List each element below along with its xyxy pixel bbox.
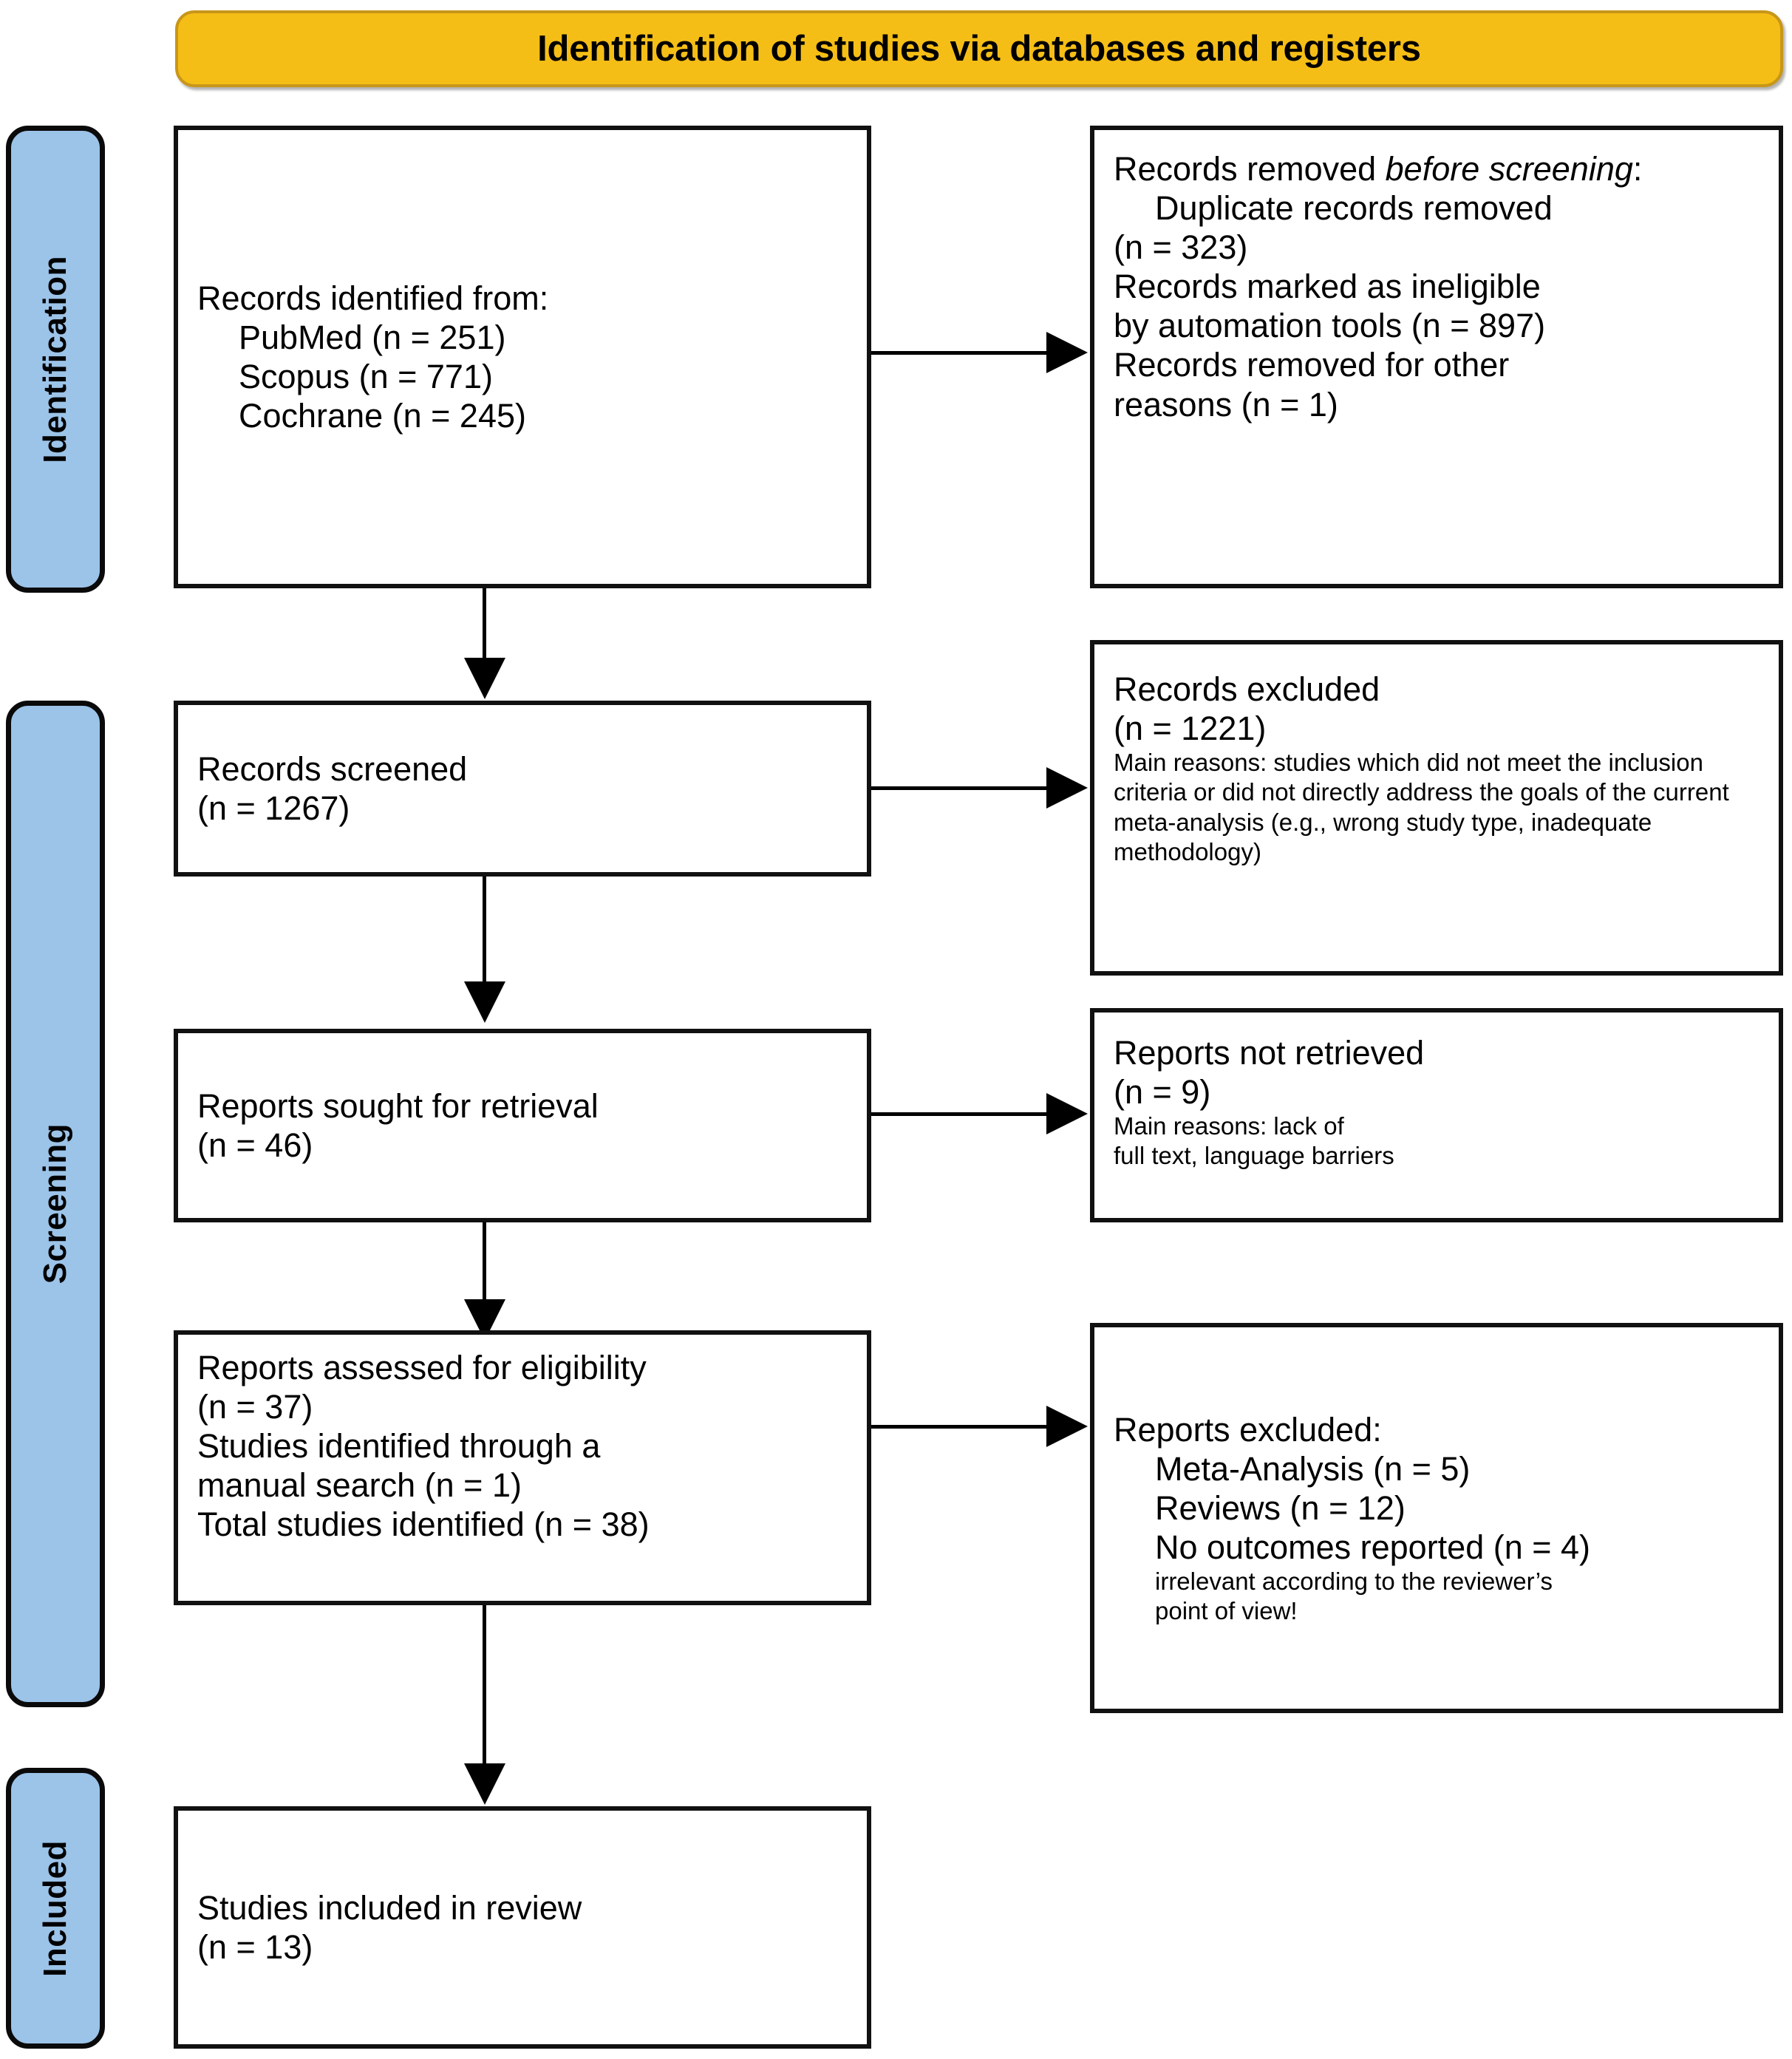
records-identified-source-cochrane: Cochrane (n = 245) bbox=[239, 397, 526, 435]
reports-not-retrieved-count: (n = 9) bbox=[1114, 1073, 1211, 1112]
reports-assessed-count: (n = 37) bbox=[197, 1388, 313, 1426]
arrow-identified-to-screened-line bbox=[483, 588, 486, 662]
records-removed-item-2: Records marked as ineligible bbox=[1114, 268, 1541, 306]
records-removed-item-3: by automation tools (n = 897) bbox=[1114, 307, 1546, 345]
box-records-excluded: Records excluded (n = 1221) Main reasons… bbox=[1090, 640, 1783, 976]
reports-not-retrieved-reasons: Main reasons: lack of full text, languag… bbox=[1114, 1112, 1394, 1170]
records-screened-count: (n = 1267) bbox=[197, 789, 350, 827]
reports-assessed-title: Reports assessed for eligibility bbox=[197, 1349, 647, 1386]
reports-excluded-item-0: Meta-Analysis (n = 5) bbox=[1155, 1449, 1471, 1488]
records-identified-source-pubmed: PubMed (n = 251) bbox=[239, 318, 506, 356]
records-removed-title-plain: Records removed bbox=[1114, 150, 1386, 188]
box-reports-assessed: Reports assessed for eligibility (n = 37… bbox=[174, 1330, 871, 1605]
reports-assessed-manual-line1: Studies identified through a bbox=[197, 1427, 601, 1466]
arrow-sought-to-assessed-line bbox=[483, 1222, 486, 1304]
reports-assessed-total: Total studies identified (n = 38) bbox=[197, 1505, 650, 1544]
banner-title: Identification of studies via databases … bbox=[537, 29, 1421, 69]
records-removed-item-1: (n = 323) bbox=[1114, 228, 1248, 267]
box-records-identified: Records identified from: PubMed (n = 251… bbox=[174, 126, 871, 588]
arrow-sought-to-not-retrieved-line bbox=[871, 1112, 1049, 1116]
reports-excluded-title: Reports excluded: bbox=[1114, 1410, 1382, 1449]
records-removed-title: Records removed before screening: bbox=[1114, 149, 1759, 188]
stage-label-included: Included bbox=[37, 1840, 73, 1977]
records-excluded-reasons: Main reasons: studies which did not meet… bbox=[1114, 749, 1736, 865]
arrow-screened-to-excluded-line bbox=[871, 786, 1049, 790]
stage-tab-screening: Screening bbox=[6, 701, 105, 1707]
records-removed-title-colon: : bbox=[1632, 150, 1643, 188]
arrow-assessed-to-included-line bbox=[483, 1605, 486, 1769]
studies-included-count: (n = 13) bbox=[197, 1928, 313, 1966]
records-excluded-title: Records excluded bbox=[1114, 670, 1380, 708]
stage-label-identification: Identification bbox=[37, 255, 73, 463]
reports-excluded-item-1: Reviews (n = 12) bbox=[1155, 1488, 1406, 1527]
arrow-identified-to-removed-line bbox=[871, 351, 1049, 355]
diagram-banner: Identification of studies via databases … bbox=[175, 10, 1783, 87]
reports-assessed-manual-line2: manual search (n = 1) bbox=[197, 1466, 522, 1505]
records-removed-item-5: reasons (n = 1) bbox=[1114, 385, 1338, 423]
records-identified-source-scopus: Scopus (n = 771) bbox=[239, 358, 493, 395]
box-reports-not-retrieved: Reports not retrieved (n = 9) Main reaso… bbox=[1090, 1008, 1783, 1222]
records-identified-title: Records identified from: bbox=[197, 279, 549, 317]
arrow-screened-to-sought-line bbox=[483, 877, 486, 986]
arrow-identified-to-removed-head bbox=[1046, 332, 1088, 373]
box-records-screened: Records screened (n = 1267) bbox=[174, 701, 871, 877]
stage-tab-included: Included bbox=[6, 1768, 105, 2049]
box-studies-included: Studies included in review (n = 13) bbox=[174, 1806, 871, 2049]
arrow-screened-to-sought-head bbox=[464, 981, 505, 1023]
arrow-identified-to-screened-head bbox=[464, 658, 505, 699]
arrow-assessed-to-excluded-line bbox=[871, 1425, 1049, 1429]
box-reports-excluded: Reports excluded: Meta-Analysis (n = 5) … bbox=[1090, 1323, 1783, 1713]
reports-excluded-note: irrelevant according to the reviewer’s p… bbox=[1155, 1567, 1553, 1625]
records-screened-title: Records screened bbox=[197, 749, 468, 788]
records-removed-item-4: Records removed for other bbox=[1114, 346, 1510, 384]
reports-not-retrieved-title: Reports not retrieved bbox=[1114, 1034, 1425, 1072]
reports-sought-count: (n = 46) bbox=[197, 1126, 313, 1164]
arrow-assessed-to-included-head bbox=[464, 1763, 505, 1805]
arrow-sought-to-not-retrieved-head bbox=[1046, 1093, 1088, 1134]
records-removed-title-italic: before screening bbox=[1385, 150, 1633, 188]
box-records-removed: Records removed before screening: Duplic… bbox=[1090, 126, 1783, 588]
arrow-screened-to-excluded-head bbox=[1046, 767, 1088, 809]
stage-tab-identification: Identification bbox=[6, 126, 105, 593]
reports-excluded-item-2: No outcomes reported (n = 4) bbox=[1155, 1528, 1591, 1566]
records-removed-item-0: Duplicate records removed bbox=[1155, 189, 1553, 228]
studies-included-title: Studies included in review bbox=[197, 1888, 582, 1927]
stage-label-screening: Screening bbox=[37, 1123, 73, 1284]
reports-sought-title: Reports sought for retrieval bbox=[197, 1086, 599, 1125]
arrow-assessed-to-excluded-head bbox=[1046, 1406, 1088, 1447]
box-reports-sought: Reports sought for retrieval (n = 46) bbox=[174, 1029, 871, 1222]
records-excluded-count: (n = 1221) bbox=[1114, 709, 1267, 748]
